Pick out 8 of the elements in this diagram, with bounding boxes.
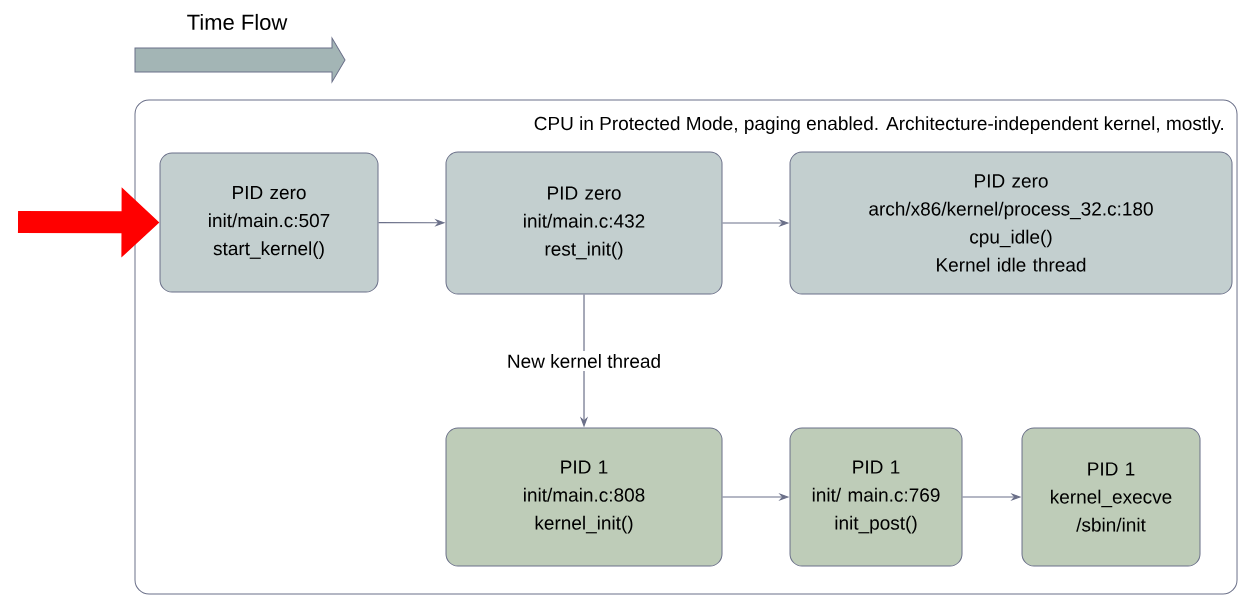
process-box: PID 1 init/ main.c:769 init_post() — [789, 427, 963, 567]
process-box: PID zero arch/x86/kernel/process_32.c:180 cpu_idle() Kernel idle thread — [789, 151, 1233, 295]
process-box: PID zero init/main.c:432 rest_init() — [445, 151, 723, 295]
process-box: PID zero init/main.c:507 start_kernel() — [159, 152, 379, 293]
process-box: PID 1 kernel_execve /sbin/init — [1021, 427, 1201, 567]
process-box: PID 1 init/main.c:808 kernel_init() — [445, 427, 723, 567]
label: Time Flow — [187, 13, 288, 31]
edge-label: New kernel thread — [508, 354, 660, 368]
